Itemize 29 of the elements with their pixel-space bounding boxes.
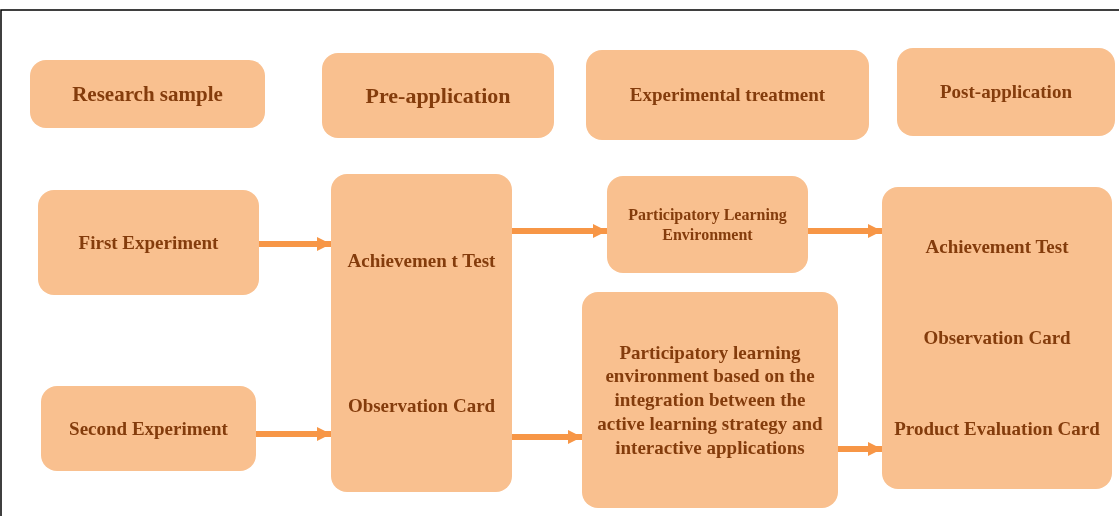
box-text: Post-application <box>940 80 1072 104</box>
box-text: Participatory Learning Environment <box>627 204 788 245</box>
arrow <box>256 427 331 441</box>
box-text: Participatory learning environment based on the integration between the active learning strategy and interactive applications <box>596 340 824 460</box>
box-text: Achievement Test <box>925 234 1069 259</box>
box-text: Pre-application <box>365 81 511 110</box>
box-text: Product Evaluation Card <box>894 417 1100 442</box>
box-text: Achievemen t Test <box>347 248 496 273</box>
rounded-box <box>38 190 259 295</box>
rounded-box <box>582 292 838 508</box>
box-text: Experimental treatment <box>629 83 826 107</box>
arrow <box>838 442 882 456</box>
rounded-box <box>41 386 256 471</box>
arrow <box>512 430 582 444</box>
box-text: First Experiment <box>78 230 219 255</box>
arrow <box>259 237 331 251</box>
rounded-box <box>586 50 869 140</box>
rounded-box <box>322 53 554 138</box>
rounded-box <box>30 60 265 128</box>
rounded-box <box>882 187 1112 489</box>
rounded-box <box>607 176 808 273</box>
box-text: Second Experiment <box>69 416 228 441</box>
arrow <box>808 224 882 238</box>
rounded-box <box>897 48 1115 136</box>
box-text: Research sample <box>72 80 223 108</box>
rounded-box <box>331 174 512 492</box>
arrow <box>512 224 607 238</box>
box-text: Observation Card <box>923 326 1071 350</box>
box-text: Observation Card <box>347 393 496 418</box>
